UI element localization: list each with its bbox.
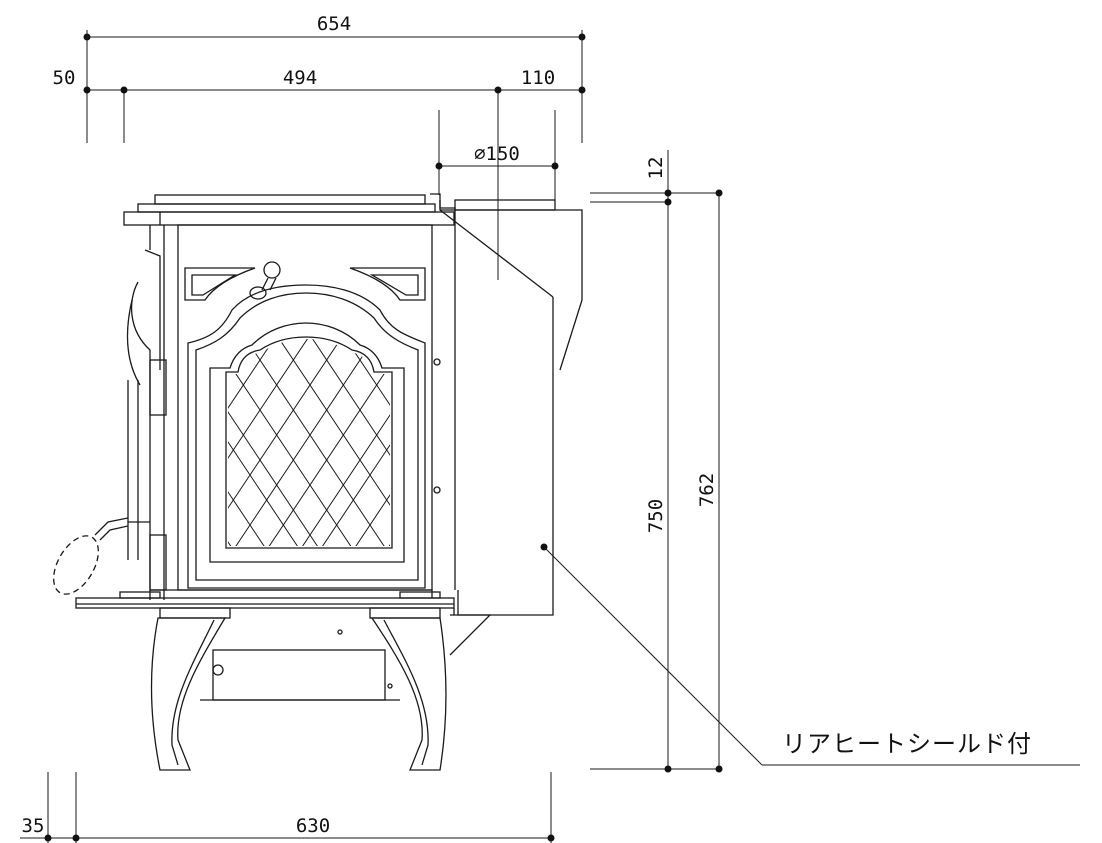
front-handle — [53, 517, 150, 595]
dimension-flue-diameter: ⌀150 — [435, 110, 559, 210]
stove-body — [75, 193, 456, 619]
dim-label-762: 762 — [696, 473, 718, 507]
callout-label: リアヒートシールド付 — [782, 730, 1032, 758]
dimension-overall-depth: 654 — [83, 13, 586, 41]
dim-label-50: 50 — [53, 67, 76, 89]
dim-label-494: 494 — [283, 67, 317, 89]
dimension-row-2: 50 494 110 — [53, 30, 586, 280]
dimension-heights: 12 750 762 — [590, 150, 723, 773]
door-lattice — [228, 339, 390, 546]
dim-label-750: 750 — [645, 499, 667, 533]
rear-heat-shield — [439, 199, 583, 656]
callout-rear-heat-shield: リアヒートシールド付 — [540, 543, 1080, 766]
stove-legs — [150, 617, 447, 771]
dim-label-110: 110 — [521, 67, 555, 89]
dim-label-35: 35 — [22, 815, 45, 837]
dim-label-12: 12 — [645, 157, 667, 180]
dimension-base: 35 630 — [20, 772, 555, 843]
dim-label-flue-diameter: ⌀150 — [474, 143, 520, 165]
dim-label-630: 630 — [296, 815, 330, 837]
dim-label-654: 654 — [317, 13, 351, 35]
